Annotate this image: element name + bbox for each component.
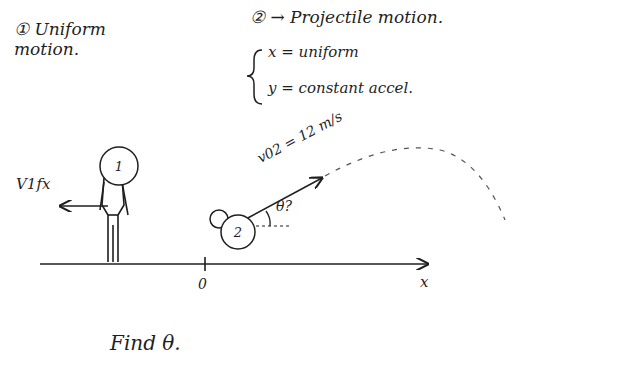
trajectory xyxy=(325,148,505,220)
callout-number: 1 xyxy=(99,146,139,186)
launch-vector xyxy=(244,178,322,220)
handwritten-label: θ? xyxy=(276,198,292,214)
origin-tick xyxy=(204,257,206,271)
circled-number: 1 xyxy=(99,146,139,186)
handwritten-label: x xyxy=(420,274,428,291)
angle-arc xyxy=(266,211,270,226)
handwritten-label: ② → Projectile motion. xyxy=(250,8,443,28)
handwritten-label: V1fx xyxy=(16,176,50,193)
handwritten-label: 0 xyxy=(198,276,207,292)
person-figure xyxy=(100,178,128,262)
x-axis xyxy=(40,263,428,265)
handwritten-label: v02 = 12 m/s xyxy=(254,108,344,166)
circled-number: 2 xyxy=(220,214,256,250)
velocity-arrow xyxy=(60,205,108,207)
handwritten-label: Find θ. xyxy=(110,332,181,355)
handwritten-label: ① Uniform motion. xyxy=(14,20,134,59)
handwritten-label: x = uniform xyxy=(268,44,359,61)
handwritten-label: y = constant accel. xyxy=(268,80,413,97)
callout-number: 2 xyxy=(220,214,256,250)
brace xyxy=(247,50,262,104)
